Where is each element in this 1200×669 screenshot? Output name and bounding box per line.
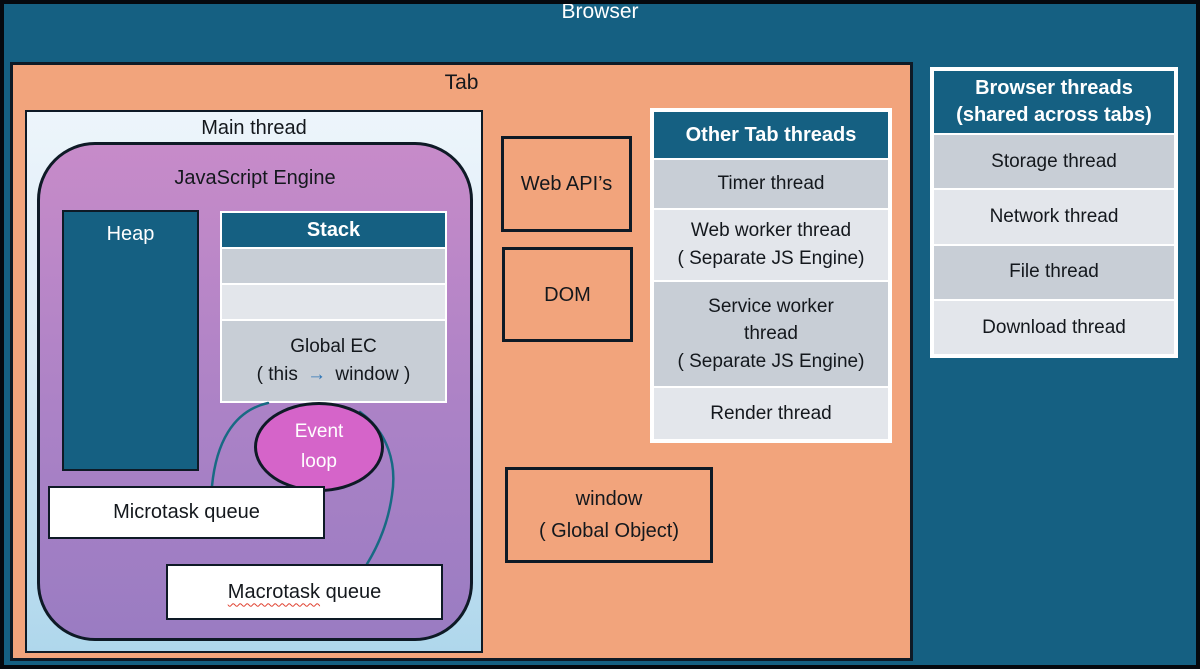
js-engine-label: JavaScript Engine [174, 167, 336, 189]
service-worker-thread-row: Service worker thread ( Separate JS Engi… [654, 282, 888, 386]
web-worker-thread-row: Web worker thread ( Separate JS Engine) [654, 210, 888, 280]
browser-title: Browser [561, 0, 639, 23]
dom-box: DOM [502, 247, 633, 342]
heap-box: Heap [62, 210, 199, 471]
file-thread-row: File thread [934, 245, 1174, 299]
download-thread-row: Download thread [934, 300, 1174, 354]
timer-thread-row: Timer thread [654, 160, 888, 208]
main-thread-label: Main thread [201, 117, 307, 139]
global-ec-pre: ( this [256, 364, 304, 385]
global-ec-row: Global EC ( this → window ) [222, 321, 445, 401]
window-global-label: window ( Global Object) [538, 488, 680, 542]
tab-label: Tab [444, 71, 479, 94]
right-arrow-icon: → [307, 364, 327, 385]
microtask-queue-box: Microtask queue [48, 486, 325, 539]
event-loop-label: Event loop [294, 420, 344, 472]
event-loop-ellipse: Event loop [254, 402, 384, 492]
network-thread-row: Network thread [934, 190, 1174, 244]
web-api-label: Web API’s [520, 173, 613, 195]
global-ec-post: window ) [330, 364, 411, 385]
macrotask-word: Macrotask [227, 580, 321, 603]
macrotask-queue-label: Macrotask queue [228, 581, 381, 604]
browser-threads-panel: Browser threads (shared across tabs) Sto… [930, 67, 1178, 358]
web-api-box: Web API’s [501, 136, 632, 232]
stack-table: Stack Global EC ( this → window ) [220, 211, 447, 403]
other-tab-threads-header: Other Tab threads [654, 112, 888, 158]
storage-thread-row: Storage thread [934, 135, 1174, 189]
heap-label: Heap [106, 223, 155, 245]
macrotask-queue-box: Macrotask queue [166, 564, 443, 620]
browser-threads-header: Browser threads (shared across tabs) [934, 71, 1174, 133]
window-global-box: window ( Global Object) [505, 467, 713, 563]
microtask-queue-label: Microtask queue [113, 501, 260, 523]
dom-label: DOM [544, 283, 591, 306]
stack-empty-row-1 [222, 249, 445, 283]
other-tab-threads-panel: Other Tab threads Timer thread Web worke… [650, 108, 892, 443]
macrotask-rest: queue [320, 580, 382, 603]
global-ec-title: Global EC [290, 335, 377, 357]
global-ec-binding: ( this → window ) [257, 361, 411, 390]
stack-header: Stack [222, 213, 445, 247]
stack-empty-row-2 [222, 285, 445, 319]
render-thread-row: Render thread [654, 388, 888, 439]
